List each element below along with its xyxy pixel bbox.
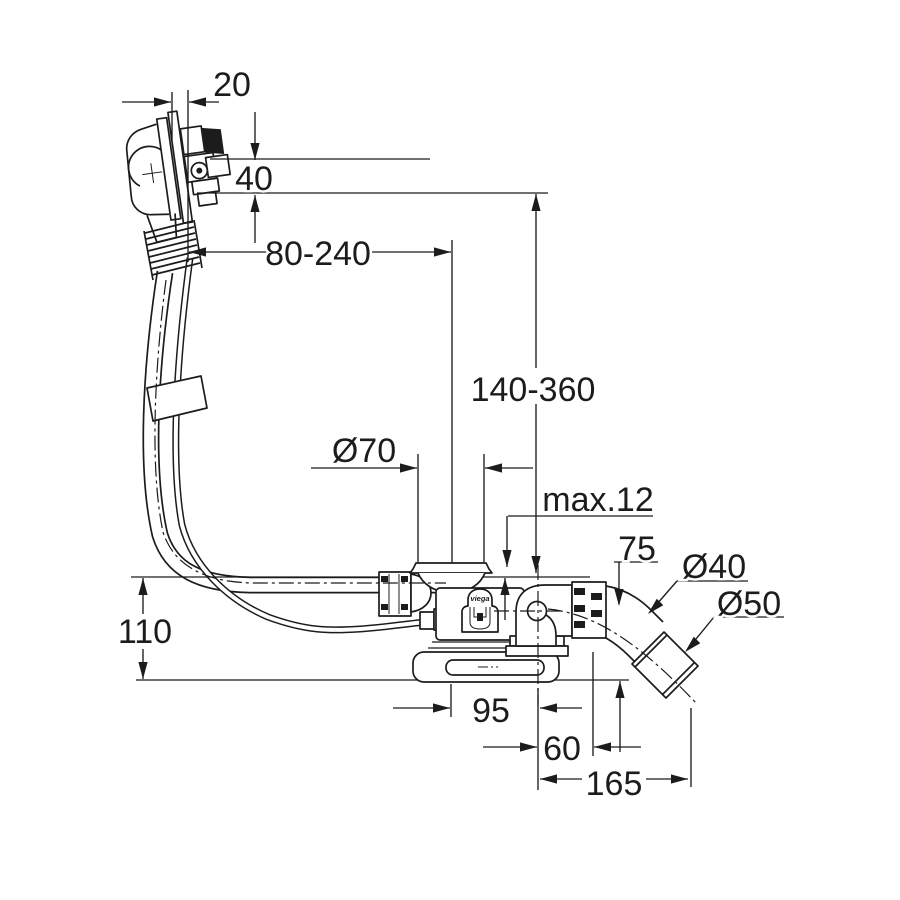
dim-label-165: 165 [586,765,643,803]
handle-center-marks [142,163,163,184]
dim-label-140-360: 140-360 [471,371,596,409]
viega-badge [461,588,499,633]
overflow-actuator-assembly [125,110,231,244]
nut-knurling [388,574,400,614]
mechanism-base [196,190,218,207]
nut-slots [381,576,408,610]
waste-and-trap-assembly [378,562,560,683]
outlet-sleeve-50 [631,631,699,699]
elbow-foot-collar [505,645,569,657]
overflow-hose-bore [144,270,442,592]
mechanism-housing [204,153,231,179]
cable-fitting [419,611,435,630]
dim-label-dia70: Ø70 [332,432,396,470]
badge-outline [461,588,499,633]
dim-label-110: 110 [118,613,172,651]
dim-label-dia40: Ø40 [682,548,746,586]
dim-label-20: 20 [213,66,251,104]
compression-nut-slots [574,588,602,628]
outlet-elbow-assembly [505,581,699,699]
hose-centerline [154,279,446,584]
dim-label-dia50: Ø50 [717,585,781,623]
corrugated-hose-ribs [143,219,203,281]
waste-flange [409,562,493,574]
dim-label-75: 75 [618,530,656,568]
dimension-lines [122,90,784,790]
dim-label-95: 95 [472,692,510,730]
mechanism-housing [179,125,206,156]
hose-coupling-sleeve [146,375,208,422]
dim-label-max12: max.12 [542,481,654,519]
dim-label-60: 60 [543,730,581,768]
cable-attachment-dot [196,167,203,174]
overflow-hose-outline [142,270,442,594]
dim-label-40: 40 [235,160,273,198]
dimension-labels: 20 40 80-240 140-360 Ø70 max.12 75 Ø40 Ø… [115,64,783,806]
sleeve-socket-rim [634,634,668,668]
brand-badge-label: viega [470,594,489,603]
badge-clip-dark [477,613,483,621]
trap-bowl-inner [445,659,545,676]
outlet-diagonal-centerline [547,608,698,705]
mechanism-dark-block [201,127,225,154]
dim-label-80-240: 80-240 [265,235,371,273]
sleeve-end-line [662,662,695,695]
